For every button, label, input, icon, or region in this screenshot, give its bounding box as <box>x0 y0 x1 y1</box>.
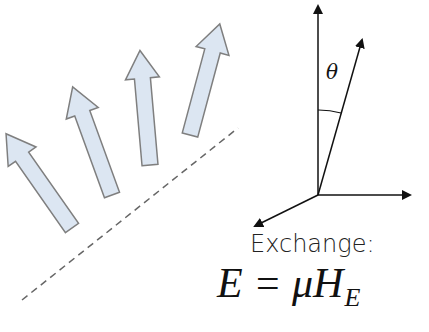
spin-arrow <box>57 81 128 201</box>
angle-arc <box>318 110 341 113</box>
energy-title: Exchange: <box>250 232 375 256</box>
spin-arrow <box>0 124 86 238</box>
z-axis <box>317 6 319 195</box>
formula-subscript: E <box>344 285 360 311</box>
y-axis <box>255 195 318 226</box>
spin-arrow <box>123 49 167 167</box>
x-axis <box>318 194 410 196</box>
spin-vector <box>318 40 362 195</box>
spin-arrow <box>174 20 237 140</box>
angle-label: θ <box>326 62 338 82</box>
energy-formula: E = μH <box>217 262 343 304</box>
